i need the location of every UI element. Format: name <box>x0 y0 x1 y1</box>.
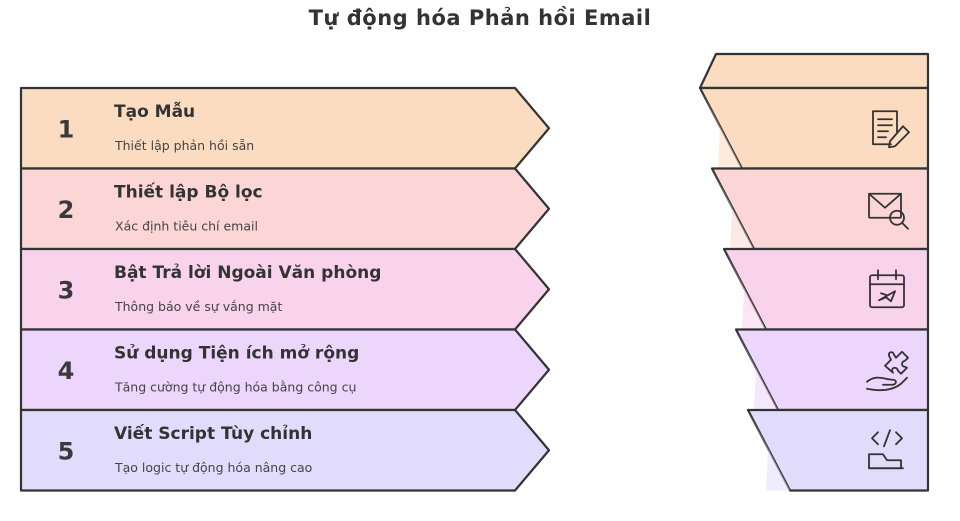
step-description: Thông báo về sự vắng mặt <box>114 299 282 314</box>
step-description: Thiết lập phản hồi sẵn <box>114 138 254 153</box>
icon-panel-5 <box>746 408 930 492</box>
icon-column <box>698 52 930 492</box>
step-description: Xác định tiêu chí email <box>115 219 258 234</box>
diagram-title: Tự động hóa Phản hồi Email <box>308 6 652 30</box>
document-pen-icon <box>872 110 910 149</box>
hand-puzzle-icon <box>866 350 909 392</box>
step-title: Viết Script Tùy chỉnh <box>114 423 312 444</box>
step-title: Bật Trả lời Ngoài Văn phòng <box>114 263 381 283</box>
step-title: Tạo Mẫu <box>114 100 195 122</box>
step-arrow-4 <box>19 328 551 412</box>
step-number: 2 <box>58 196 75 224</box>
calendar-plane-icon <box>869 269 905 309</box>
step-number: 3 <box>58 276 75 304</box>
step-description: Tăng cường tự động hóa bằng công cụ <box>114 380 356 395</box>
step-number: 1 <box>58 115 75 143</box>
panel-fold <box>736 329 778 410</box>
code-laptop-icon <box>868 429 904 470</box>
step-arrow-5 <box>19 408 551 492</box>
step-number: 5 <box>58 437 75 465</box>
panel-fold <box>748 410 790 491</box>
step-description: Tạo logic tự động hóa nâng cao <box>114 460 312 475</box>
step-arrow-1 <box>19 86 551 170</box>
panel-fold <box>700 88 742 169</box>
icon-panel-top-cap <box>698 52 930 90</box>
panel-fold <box>712 168 754 249</box>
envelope-search-icon <box>868 192 909 230</box>
panel-fold <box>724 249 766 330</box>
step-title: Thiết lập Bộ lọc <box>114 182 263 203</box>
step-arrow-2 <box>19 167 551 251</box>
step-arrow-3 <box>19 247 551 331</box>
step-number: 4 <box>58 357 75 385</box>
step-title: Sử dụng Tiện ích mở rộng <box>114 344 359 364</box>
